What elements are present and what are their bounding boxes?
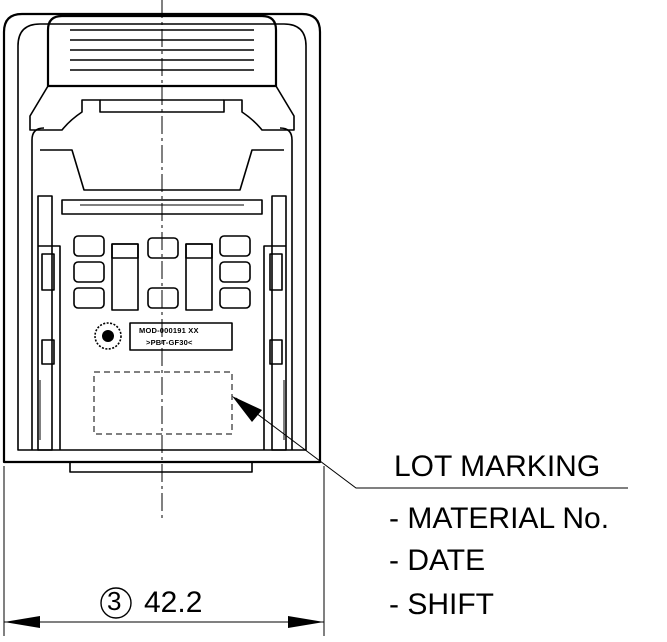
side-rail-left — [37, 195, 61, 451]
dimension-arrow-right — [288, 616, 324, 628]
lot-marking-item-shift: - SHIFT — [389, 588, 494, 621]
leader-arrowhead — [232, 396, 262, 422]
latch-arm — [29, 85, 295, 131]
lot-marking-leader — [235, 397, 628, 489]
housing-outline — [2, 12, 322, 464]
lot-marking-item-date: - DATE — [389, 544, 486, 577]
date-dial-icon — [94, 322, 122, 350]
inner-shoulders — [40, 149, 284, 191]
dimension-callout-number: 3 — [107, 586, 122, 616]
lot-marking-area — [93, 371, 233, 435]
latch-ribs — [70, 29, 254, 71]
lot-marking-title: LOT MARKING — [394, 450, 601, 483]
cavity-grid — [73, 235, 251, 311]
side-rail-right — [263, 195, 287, 451]
inner-frame — [31, 127, 293, 450]
material-code-label: >PBT-GF30< — [146, 338, 193, 347]
dimension-callout-circle — [100, 587, 132, 619]
housing-base — [4, 461, 320, 473]
dimension-value: 42.2 — [144, 586, 203, 619]
lot-marking-item-material: - MATERIAL No. — [389, 502, 610, 535]
part-number-label: MOD-000191 XX — [139, 326, 199, 335]
label-plate — [129, 322, 233, 351]
dimension-arrow-left — [4, 616, 40, 628]
